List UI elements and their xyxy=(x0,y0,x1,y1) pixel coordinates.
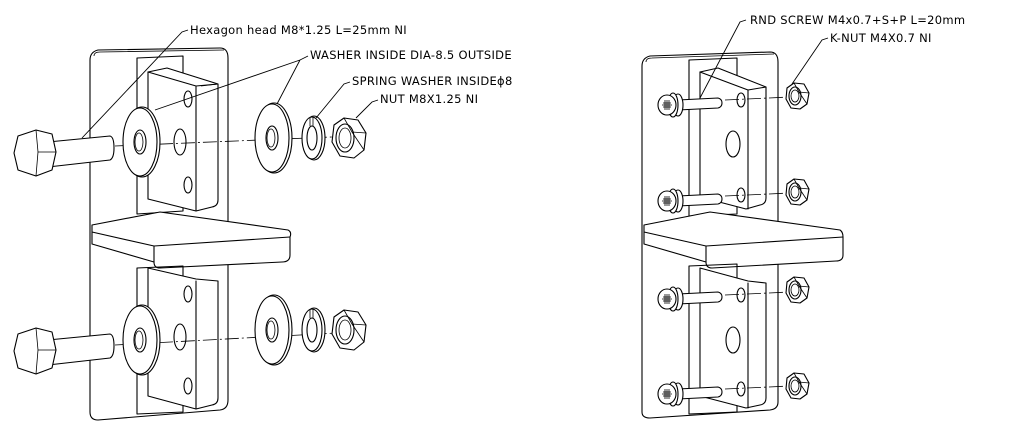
label-spring-washer: SPRING WASHER INSIDEϕ8 xyxy=(352,74,513,88)
flat-washer-icon xyxy=(254,294,293,366)
hex-nut-icon xyxy=(331,117,367,159)
right-back-plate xyxy=(641,51,779,419)
label-k-nut: K-NUT M4X0.7 NI xyxy=(830,31,932,45)
hex-bolt-head-icon xyxy=(13,327,57,375)
k-nut-icon xyxy=(785,276,810,304)
flat-washer-icon xyxy=(122,304,161,376)
k-nut-icon xyxy=(785,372,810,400)
left-upper-bolt-stack xyxy=(13,102,367,178)
right-assembly: RND SCREW M4x0.7+S+P L=20mm K-NUT M4X0.7… xyxy=(641,13,965,419)
hex-bolt-head-icon xyxy=(13,129,57,177)
flat-washer-icon xyxy=(122,106,161,178)
right-screw-stack xyxy=(657,82,810,407)
leader-nut xyxy=(355,99,379,119)
flat-washer-icon xyxy=(254,102,293,174)
left-assembly: Hexagon head M8*1.25 L=25mm NI WASHER IN… xyxy=(13,23,513,421)
left-lower-bolt-stack xyxy=(13,294,367,376)
right-shelf xyxy=(643,211,844,269)
leader-spring-washer xyxy=(315,81,351,119)
k-nut-icon xyxy=(785,178,810,206)
k-nut-icon xyxy=(785,82,810,110)
left-shelf xyxy=(91,211,292,269)
label-washer: WASHER INSIDE DIA-8.5 OUTSIDE xyxy=(310,48,512,62)
label-hex-bolt: Hexagon head M8*1.25 L=25mm NI xyxy=(190,23,407,37)
leader-hex-bolt xyxy=(81,29,189,139)
leader-washer xyxy=(154,55,309,111)
spring-washer-icon xyxy=(301,115,326,161)
leader-k-nut xyxy=(791,37,829,85)
label-nut: NUT M8X1.25 NI xyxy=(380,92,478,106)
spring-washer-icon xyxy=(301,307,326,353)
hex-nut-icon xyxy=(331,309,367,351)
label-screw: RND SCREW M4x0.7+S+P L=20mm xyxy=(750,13,965,27)
left-back-plate xyxy=(89,47,229,421)
leader-screw xyxy=(699,19,747,99)
